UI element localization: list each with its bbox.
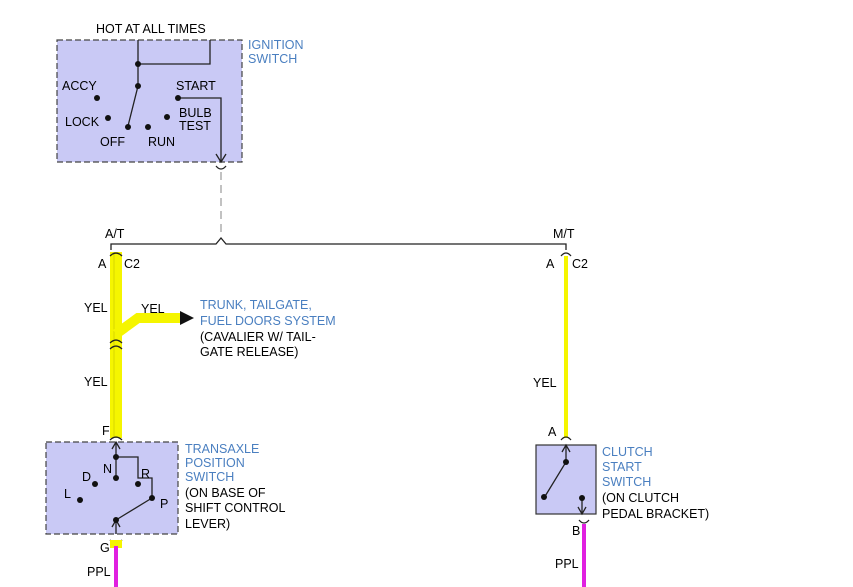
left-yel-upper: YEL [84, 301, 108, 315]
transaxle-note-3: LEVER) [185, 517, 230, 531]
clutch-note-2: PEDAL BRACKET) [602, 507, 709, 521]
off-label: OFF [100, 135, 125, 149]
neutral-contact [113, 475, 119, 481]
ignition-output-arrow [215, 153, 227, 164]
accy-label: ACCY [62, 79, 97, 93]
left-c2-connector-mark [109, 252, 123, 257]
transaxle-name-1: TRANSAXLE [185, 442, 259, 456]
branch-arrow-icon [180, 311, 194, 325]
clutch-start-switch: CLUTCH START SWITCH (ON CLUTCH PEDAL BRA… [535, 443, 709, 521]
transaxle-note-1: (ON BASE OF [185, 486, 266, 500]
right-c2-connector-mark [560, 252, 572, 257]
left-splice-mark-1 [109, 339, 123, 344]
clutch-name-1: CLUTCH [602, 445, 653, 459]
reverse-contact [135, 481, 141, 487]
at-label: A/T [105, 227, 125, 241]
transaxle-pivot-dot [113, 517, 119, 523]
purple-wire-right [582, 524, 586, 587]
pos-p-label: P [160, 497, 168, 511]
start-contact [175, 95, 181, 101]
test-label: TEST [179, 119, 211, 133]
right-pin-a2: A [548, 425, 557, 439]
accy-contact [94, 95, 100, 101]
clutch-open-contact [541, 494, 547, 500]
yellow-wire-right [564, 256, 568, 438]
right-pin-a: A [546, 257, 555, 271]
pos-l-label: L [64, 487, 71, 501]
start-label: START [176, 79, 216, 93]
lock-contact [105, 115, 111, 121]
clutch-input-arrow [561, 443, 571, 453]
ignition-connector-mark [215, 165, 227, 170]
ignition-start-lead [178, 97, 222, 162]
bulb-label: BULB [179, 106, 212, 120]
drive-contact [92, 481, 98, 487]
power-bus [110, 236, 567, 250]
pos-d-label: D [82, 470, 91, 484]
left-splice-mark-2 [109, 345, 123, 350]
right-a-connector-mark [560, 436, 572, 441]
left-conn-c2: C2 [124, 257, 140, 271]
lock-label: LOCK [65, 115, 100, 129]
transaxle-park-path [116, 456, 153, 498]
pos-n-label: N [103, 462, 112, 476]
left-ppl-label: PPL [87, 565, 111, 579]
transaxle-name-2: POSITION [185, 456, 245, 470]
park-contact [149, 495, 155, 501]
left-pin-g: G [100, 541, 110, 555]
clutch-note-1: (ON CLUTCH [602, 491, 679, 505]
transaxle-junction-dot [113, 454, 119, 460]
left-pin-a: A [98, 257, 107, 271]
left-f-connector-mark [109, 436, 123, 441]
right-b-connector-mark [578, 519, 590, 524]
clutch-name-3: SWITCH [602, 475, 651, 489]
hot-at-all-times-label: HOT AT ALL TIMES [96, 22, 206, 36]
left-yel-branch: YEL [141, 302, 165, 316]
pos-r-label: R [141, 467, 150, 481]
ignition-pivot-dot [135, 83, 141, 89]
left-pin-f: F [102, 424, 110, 438]
transaxle-input-arrow [111, 440, 121, 450]
right-pin-b: B [572, 524, 580, 538]
right-yel-label: YEL [533, 376, 557, 390]
mt-label: M/T [553, 227, 575, 241]
clutch-closed-contact [579, 495, 585, 501]
trunk-note-2: GATE RELEASE) [200, 345, 298, 359]
transaxle-position-switch: D N R L P TRANSAXLE POSITION SWITCH (ON … [45, 440, 286, 535]
yellow-wire-left [110, 252, 122, 438]
low-contact [77, 497, 83, 503]
ignition-switch-box [56, 39, 243, 163]
transaxle-wiper [115, 497, 153, 521]
ignition-switch-name-2: SWITCH [248, 52, 297, 66]
right-ppl-label: PPL [555, 557, 579, 571]
off-contact [125, 124, 131, 130]
ignition-junction-dot [135, 61, 141, 67]
purple-wire-left [114, 546, 118, 587]
yellow-branch-wire [113, 313, 182, 339]
run-contact [145, 124, 151, 130]
right-circuit: A C2 YEL A [533, 252, 588, 441]
left-g-yellow-stub [110, 540, 122, 548]
transaxle-note-2: SHIFT CONTROL [185, 501, 286, 515]
right-conn-c2: C2 [572, 257, 588, 271]
ignition-switch: HOT AT ALL TIMES IGNITION SWITCH ACCY LO… [56, 22, 304, 164]
clutch-output-arrow [577, 506, 587, 516]
bulb-test-contact [164, 114, 170, 120]
trunk-note-1: (CAVALIER W/ TAIL- [200, 330, 316, 344]
transaxle-name-3: SWITCH [185, 470, 234, 484]
transaxle-switch-box [45, 441, 179, 535]
clutch-name-2: START [602, 460, 642, 474]
ignition-feed [138, 40, 211, 65]
run-label: RUN [148, 135, 175, 149]
left-yel-lower: YEL [84, 375, 108, 389]
trunk-label-2: FUEL DOORS SYSTEM [200, 314, 336, 328]
left-circuit: A C2 YEL YEL YEL TRUNK, TAILGATE, FUEL D… [84, 252, 336, 441]
clutch-pivot-dot [563, 459, 569, 465]
trunk-label-1: TRUNK, TAILGATE, [200, 298, 312, 312]
ignition-switch-name-1: IGNITION [248, 38, 304, 52]
